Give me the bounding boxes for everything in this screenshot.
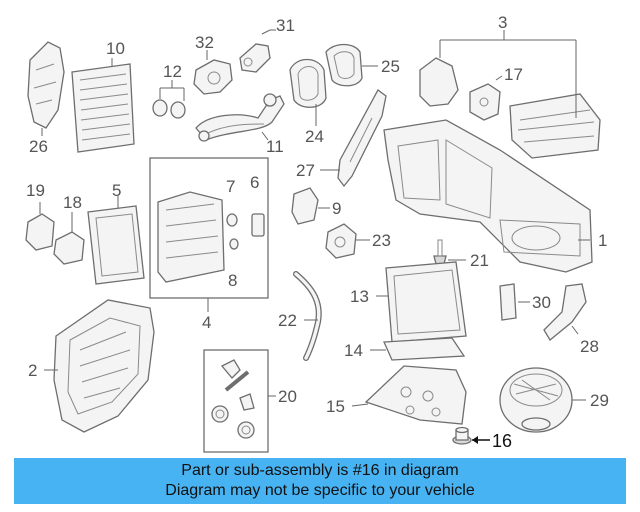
part-10-heater-core: [71, 63, 135, 153]
callout-7: 7: [226, 177, 235, 196]
part-30-bracket: [499, 283, 517, 321]
part-25-seal: [325, 43, 363, 87]
banner-line-1: Part or sub-assembly is #16 in diagram: [181, 462, 459, 479]
callout-4: 4: [202, 313, 211, 332]
callout-28: 28: [580, 337, 599, 356]
part-15-cover: [364, 365, 467, 425]
callout-13: 13: [350, 287, 369, 306]
callout-15: 15: [326, 397, 345, 416]
callout-27: 27: [296, 161, 315, 180]
part-29-blower-motor: [499, 367, 573, 433]
callout-16: 16: [492, 431, 512, 451]
part-12-o-rings: [152, 99, 186, 119]
callout-10: 10: [106, 39, 125, 58]
callout-20: 20: [278, 387, 297, 406]
part-28-bracket: [543, 283, 587, 341]
part-16-screw: [452, 426, 472, 445]
callout-22: 22: [278, 311, 297, 330]
part-20-kit: [203, 349, 269, 453]
callout-1: 1: [598, 231, 607, 250]
callout-31: 31: [276, 16, 295, 35]
part-6-valve: [251, 213, 265, 237]
callout-32: 32: [195, 33, 214, 52]
banner-line-2: Diagram may not be specific to your vehi…: [165, 482, 475, 499]
callout-17: 17: [504, 65, 523, 84]
callout-5: 5: [112, 181, 121, 200]
callout-8: 8: [228, 271, 237, 290]
part-21-screw: [433, 239, 447, 265]
part-17-bracket: [469, 83, 501, 121]
callout-11: 11: [266, 137, 284, 156]
callout-12: 12: [163, 62, 182, 81]
callout-14: 14: [344, 341, 363, 360]
callout-25: 25: [381, 57, 400, 76]
callout-9: 9: [332, 199, 341, 218]
leader-28: [571, 325, 579, 335]
part-14-seal-strip: [383, 337, 466, 361]
part-24-gasket: [289, 58, 327, 108]
callout-21: 21: [470, 251, 489, 270]
callout-29: 29: [590, 391, 609, 410]
callout-2: 2: [28, 361, 37, 380]
part-4-evaporator-box: [149, 157, 269, 299]
arrow-16-icon: [472, 436, 478, 444]
part-32-valve: [193, 59, 233, 95]
part-31-sensor: [239, 43, 271, 73]
part-2-lower-housing: [53, 299, 155, 433]
part-8-oring: [229, 238, 239, 250]
part-3-housing-parts: [419, 57, 601, 159]
part-11-ac-pipe: [195, 93, 285, 142]
leader-31: [261, 29, 276, 35]
leader-11: [261, 131, 269, 141]
parts-diagram-svg: 26 10 12 32 31 11 24: [25, 13, 609, 453]
info-banner: Part or sub-assembly is #16 in diagram D…: [14, 458, 626, 504]
part-1-hvac-housing: [383, 119, 593, 273]
part-23-actuator: [325, 223, 357, 259]
part-19-mount: [25, 213, 55, 251]
leader-3: [439, 30, 577, 118]
callout-26: 26: [29, 137, 48, 156]
part-7-oring: [226, 213, 238, 227]
callout-23: 23: [372, 231, 391, 250]
callout-24: 24: [305, 127, 324, 146]
leader-17: [495, 75, 503, 81]
part-9-sensor: [291, 187, 319, 225]
callout-18: 18: [63, 193, 82, 212]
part-27-bracket: [337, 89, 387, 188]
leader-15: [351, 403, 369, 407]
parts-diagram: 26 10 12 32 31 11 24: [25, 13, 609, 453]
part-26-bracket: [27, 41, 65, 129]
part-13-pollen-filter: [385, 261, 467, 343]
part-22-hose: [293, 271, 322, 361]
part-5-filter: [87, 205, 145, 285]
callout-3: 3: [498, 13, 507, 32]
part-18-mount: [53, 231, 85, 265]
leader-12: [159, 80, 185, 101]
callout-30: 30: [532, 293, 551, 312]
callout-6: 6: [250, 173, 259, 192]
callout-19: 19: [26, 181, 45, 200]
